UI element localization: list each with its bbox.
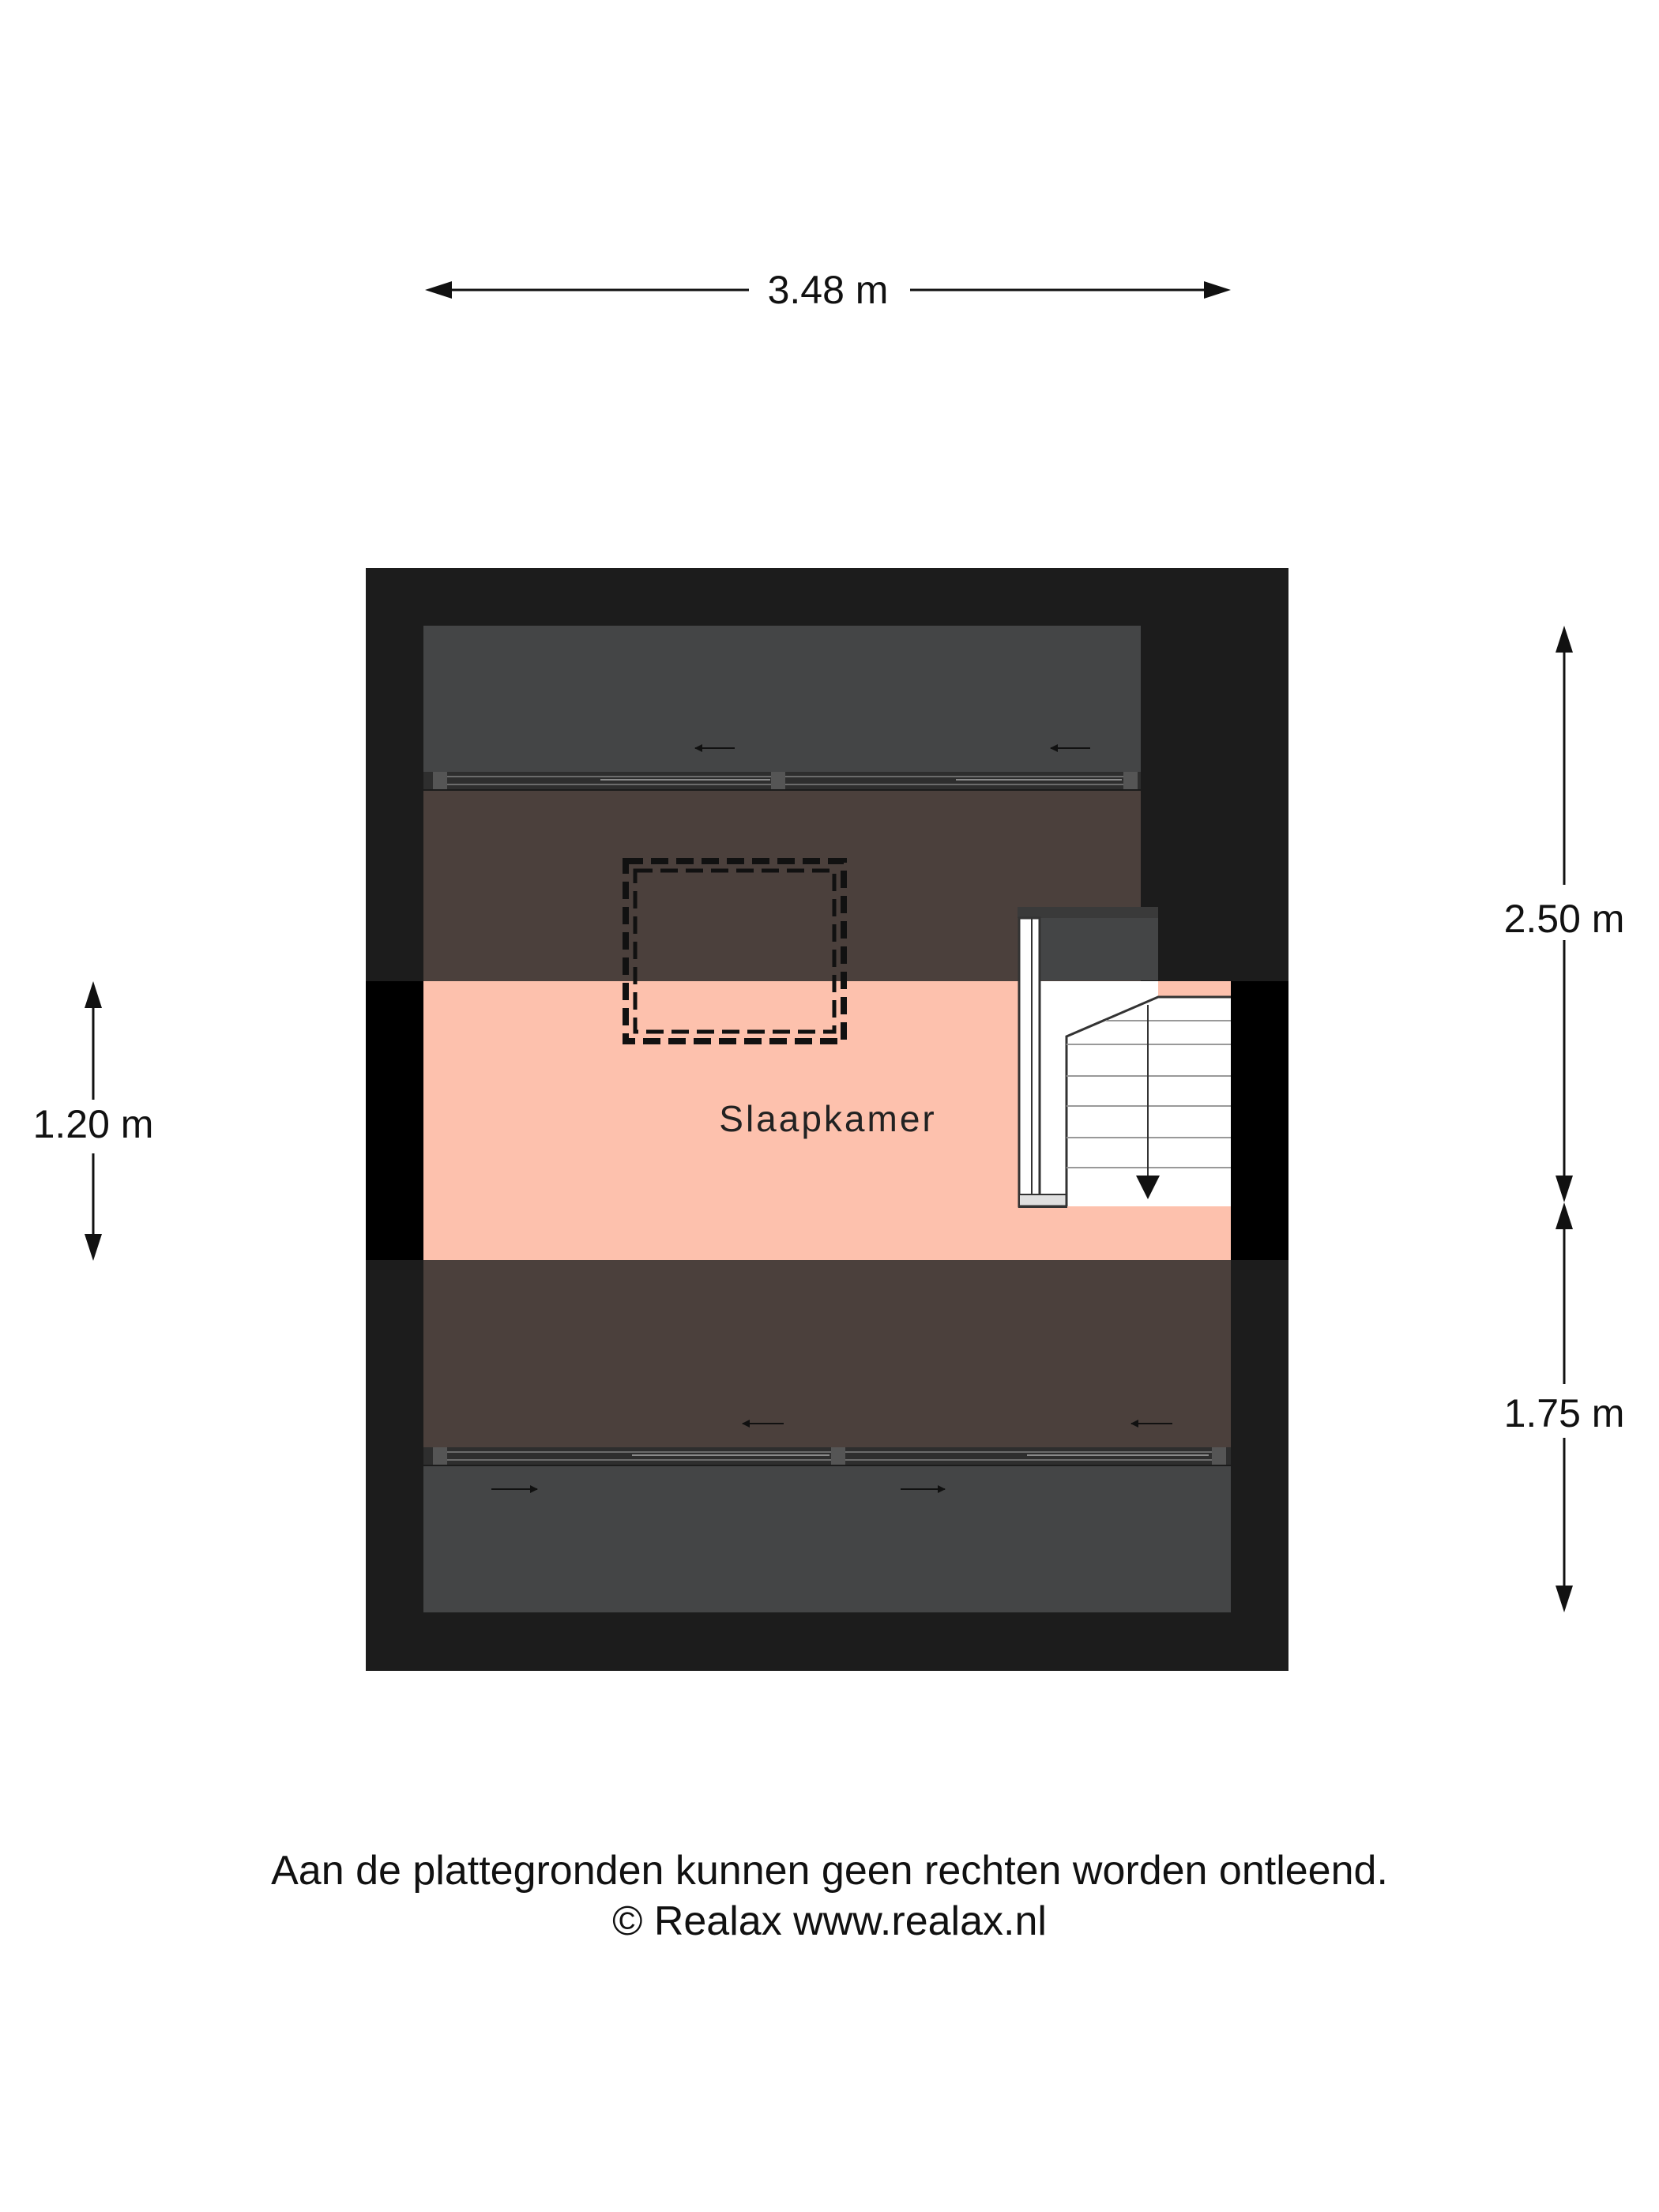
- roof-hatch: [623, 858, 847, 1044]
- width-label: 3.48 m: [768, 268, 889, 312]
- room-label-slaapkamer: Slaapkamer: [719, 1098, 936, 1139]
- stair-direction-arrow: [1136, 1176, 1160, 1199]
- lower-height-dimension: 1.75 m: [1504, 1202, 1625, 1612]
- staircase: [1018, 907, 1231, 1208]
- width-dimension: 3.48 m: [425, 268, 1231, 312]
- lower-low-ceiling-zone: [423, 1260, 1231, 1447]
- room-height-dimension: 1.20 m: [33, 981, 154, 1261]
- disclaimer-text: Aan de plattegronden kunnen geen rechten…: [271, 1848, 1388, 1894]
- upper-height-label: 2.50 m: [1504, 897, 1625, 941]
- lower-skylight-strip: [423, 1447, 1231, 1465]
- upper-height-dimension: 2.50 m: [1504, 626, 1625, 1202]
- room-height-label: 1.20 m: [33, 1102, 154, 1146]
- right-wall-recess: [1231, 981, 1288, 1260]
- upper-skylight-strip: [423, 772, 1141, 789]
- upper-roof-panel: [423, 626, 1141, 772]
- lower-height-label: 1.75 m: [1504, 1391, 1625, 1435]
- lower-slide-arrows: [491, 1420, 1172, 1493]
- left-wall-recess: [366, 981, 423, 1260]
- copyright-text: © Realax www.realax.nl: [612, 1898, 1047, 1944]
- lower-roof-panel: [423, 1466, 1231, 1612]
